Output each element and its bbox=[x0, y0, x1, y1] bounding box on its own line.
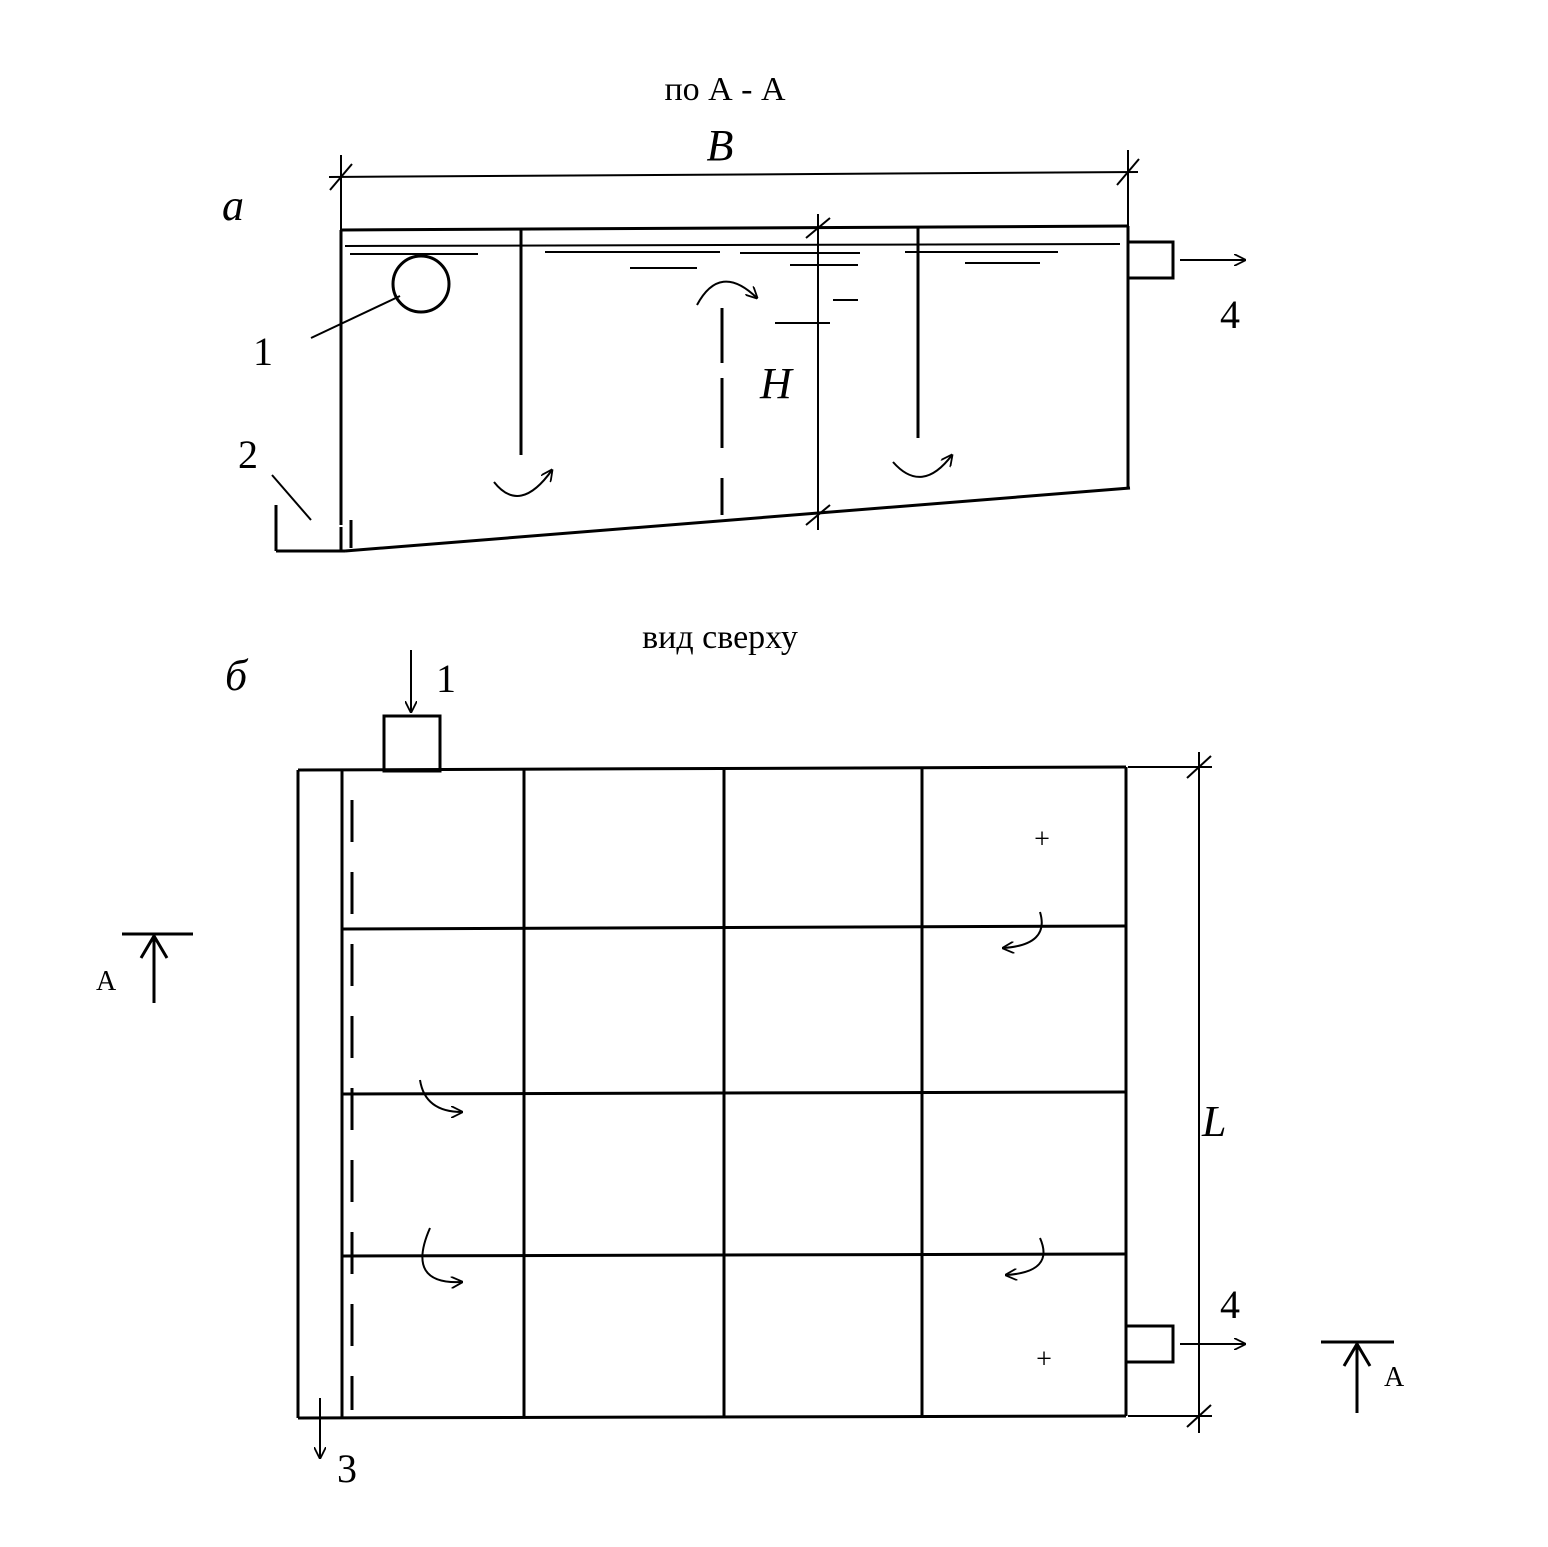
section-callout-1: 1 bbox=[253, 329, 273, 374]
plan-flow-arrow-1 bbox=[1003, 911, 1043, 948]
dimension-b: B bbox=[328, 121, 1140, 232]
plan-callout-3: 3 bbox=[337, 1446, 357, 1491]
section-callout-2: 2 bbox=[238, 432, 258, 477]
plan-flow-arrow-4 bbox=[1006, 1237, 1045, 1275]
cut-mark-right: А bbox=[1321, 1340, 1405, 1413]
flow-arrow-bottom-left bbox=[493, 470, 552, 497]
outlet-pipe-plan bbox=[1124, 1324, 1175, 1364]
plan-title: вид сверху bbox=[642, 619, 798, 656]
plan-flow-arrow-2 bbox=[419, 1079, 462, 1112]
tank-section-outline bbox=[274, 224, 1131, 553]
inlet-box-plan bbox=[382, 714, 442, 773]
plus-mark-bottom: + bbox=[1036, 1344, 1052, 1375]
dimension-l: L bbox=[1128, 752, 1226, 1433]
plus-mark-top: + bbox=[1034, 824, 1050, 855]
plan-view: вид сверху б 1 + + bbox=[96, 619, 1405, 1491]
dimension-b-label: B bbox=[707, 121, 734, 170]
water-level-lines bbox=[344, 243, 1121, 324]
dimension-l-label: L bbox=[1201, 1097, 1226, 1146]
plan-callout-4: 4 bbox=[1220, 1282, 1240, 1327]
plan-panel-label: б bbox=[225, 651, 249, 700]
dimension-h-label: H bbox=[759, 359, 794, 408]
dimension-h: H bbox=[759, 214, 831, 530]
flow-arrow-bottom-right bbox=[892, 455, 952, 478]
cut-mark-left: А bbox=[96, 932, 193, 1003]
plan-callout-1: 1 bbox=[436, 656, 456, 701]
cut-mark-left-label: А bbox=[96, 966, 117, 997]
section-view: по А - А а B bbox=[222, 71, 1245, 553]
section-callout-4: 4 bbox=[1220, 292, 1240, 337]
cut-mark-right-label: А bbox=[1384, 1362, 1405, 1393]
section-panel-label: а bbox=[222, 181, 244, 230]
plan-flow-arrow-3 bbox=[421, 1227, 462, 1282]
outlet-pipe-section bbox=[1126, 240, 1175, 280]
tank-plan-outline bbox=[296, 765, 1128, 1420]
section-title: по А - А bbox=[664, 71, 786, 108]
inlet-pipe-circle bbox=[391, 254, 451, 314]
partition-grid bbox=[341, 768, 1127, 1418]
flow-arrow-top-middle bbox=[696, 280, 757, 306]
